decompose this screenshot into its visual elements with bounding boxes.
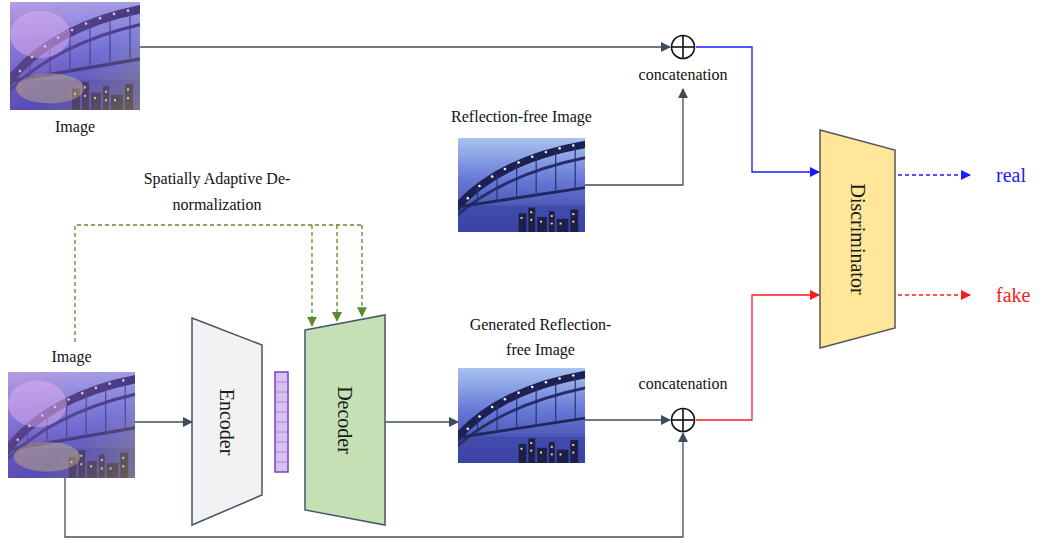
node-caption: Generated Reflection-free Image — [458, 312, 623, 362]
photo — [453, 368, 590, 463]
connector-line — [585, 89, 683, 185]
connector — [140, 47, 670, 48]
generated-image: Generated Reflection-free Image — [458, 368, 585, 463]
input-image: Image — [8, 372, 135, 478]
node-caption: Reflection-free Image — [451, 106, 592, 128]
connector-line — [361, 225, 362, 316]
decoder-block: Decoder — [305, 315, 385, 525]
concat-operator: concatenation — [670, 407, 696, 433]
connector-line — [140, 46, 670, 47]
photo — [5, 2, 145, 110]
target-image: Reflection-free Image — [458, 138, 585, 232]
connector-line — [75, 225, 362, 342]
photo — [453, 138, 590, 232]
connector — [135, 422, 192, 423]
latent-bar — [275, 372, 288, 472]
connector-line — [311, 225, 312, 326]
trapezoid-shape — [192, 318, 262, 525]
concat-circle — [672, 36, 695, 59]
plus-stroke — [682, 36, 684, 59]
node-caption: Image — [52, 346, 92, 368]
concat-circle — [672, 409, 695, 432]
output-fake: fake — [996, 282, 1030, 308]
photo — [3, 372, 140, 478]
block-title: Discriminator — [846, 183, 870, 294]
block-title: Encoder — [215, 388, 239, 455]
connector-line — [135, 421, 192, 422]
connector — [585, 420, 670, 421]
connector — [585, 89, 683, 185]
node-caption: concatenation — [639, 64, 728, 86]
connector-label: Spatially Adaptive De-normalization — [132, 166, 302, 218]
trapezoid-shape — [305, 315, 385, 525]
connector — [385, 422, 458, 423]
connector-line — [585, 419, 670, 420]
output-real: real — [996, 162, 1026, 188]
circle-plus-symbol — [670, 407, 696, 433]
block-title: Decoder — [333, 386, 357, 454]
plus-stroke — [682, 409, 684, 432]
node-caption: concatenation — [639, 373, 728, 395]
output-arrow — [898, 294, 970, 295]
connector — [696, 47, 819, 172]
connector — [696, 295, 819, 420]
connector-line — [696, 295, 819, 420]
encoder-block: Encoder — [192, 318, 262, 525]
connector-line — [385, 421, 458, 422]
connector — [75, 225, 362, 342]
concat-operator: concatenation — [670, 34, 696, 60]
output-arrow — [898, 174, 970, 175]
circle-plus-symbol — [670, 34, 696, 60]
trapezoid-shape — [820, 130, 895, 348]
discriminator-block: Discriminator — [820, 130, 895, 348]
input-image: Image — [10, 2, 140, 110]
node-caption: Image — [55, 116, 95, 138]
connector-line — [336, 225, 337, 321]
connector-line — [696, 47, 819, 172]
